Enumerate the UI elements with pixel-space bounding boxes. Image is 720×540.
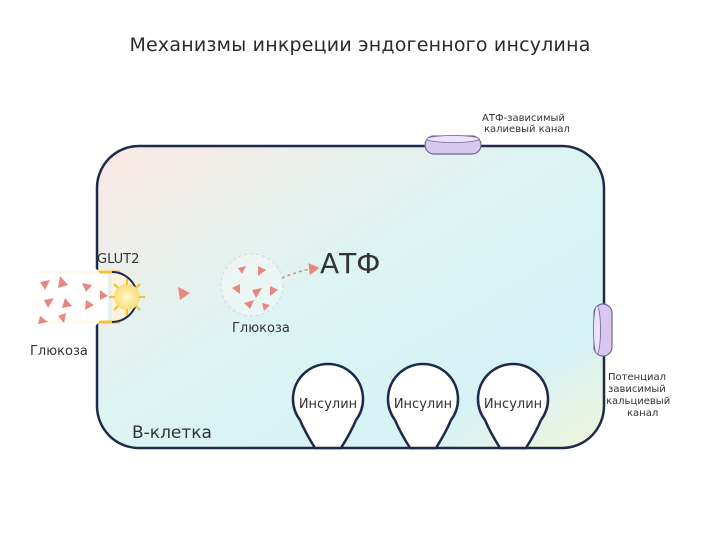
atp-k-channel bbox=[425, 136, 481, 155]
insulin-label: Инсулин bbox=[484, 397, 542, 412]
ca-channel bbox=[594, 304, 613, 356]
glucose-inside-cluster bbox=[221, 254, 283, 316]
glucose-inside-label: Глюкоза bbox=[232, 321, 290, 336]
atp-channel-label-line1: АТФ-зависимый bbox=[482, 113, 565, 124]
atp-channel-label-line2: калиевый канал bbox=[484, 124, 570, 135]
ca-channel-label-line1: Потенциал bbox=[608, 372, 666, 383]
ca-channel-label-line2: зависимый bbox=[608, 384, 666, 395]
cell-label: B-клетка bbox=[132, 423, 212, 443]
glucose-outside-cloud bbox=[16, 255, 108, 339]
atp-label: АТФ bbox=[320, 247, 380, 280]
glut2-label: GLUT2 bbox=[97, 252, 139, 267]
ca-channel-label-line4: канал bbox=[627, 408, 658, 419]
glucose-outside-label: Глюкоза bbox=[30, 344, 88, 359]
insulin-label: Инсулин bbox=[394, 397, 452, 412]
ca-channel-label-line3: кальциевый bbox=[606, 396, 670, 407]
insulin-label: Инсулин bbox=[299, 397, 357, 412]
